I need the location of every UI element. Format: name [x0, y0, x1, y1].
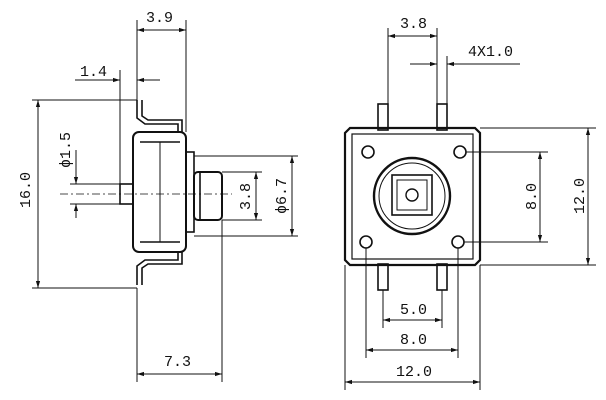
label-body-height: 12.0: [572, 178, 589, 214]
label-lead-offset: 1.4: [80, 64, 107, 81]
side-view: [60, 100, 232, 285]
label-body-width: 12.0: [396, 364, 432, 381]
label-top-width: 3.9: [146, 10, 173, 27]
top-pin-left: [377, 103, 389, 131]
label-body-diameter: ϕ6.7: [274, 178, 291, 214]
top-view: [343, 103, 482, 291]
actuator-outer: [372, 156, 452, 236]
hole-tr: [453, 145, 467, 159]
label-pin-pitch: 5.0: [400, 302, 427, 319]
hole-bl: [359, 235, 373, 249]
side-dimensions: [32, 20, 298, 382]
bottom-pin-right: [436, 263, 448, 291]
actuator-square: [391, 174, 433, 216]
hole-tl: [361, 145, 375, 159]
top-pin-right: [436, 103, 448, 131]
top-dimensions: [344, 28, 596, 390]
label-bottom-width: 7.3: [164, 354, 191, 371]
hole-br: [451, 235, 465, 249]
label-hole-pitch-v: 8.0: [524, 183, 541, 210]
label-hole-callout: 4X1.0: [468, 44, 513, 61]
label-plunger-height: 3.8: [238, 183, 255, 210]
label-total-height: 16.0: [18, 172, 35, 208]
label-pin-diameter: ϕ1.5: [58, 132, 75, 168]
actuator-center: [405, 188, 419, 202]
bottom-pin-left: [377, 263, 389, 291]
side-bottom-lead: [136, 252, 179, 285]
side-plunger: [193, 171, 223, 221]
label-top-spacing: 3.8: [400, 16, 427, 33]
top-body: [343, 126, 482, 267]
side-top-lead: [136, 100, 179, 132]
label-hole-pitch-h: 8.0: [400, 332, 427, 349]
